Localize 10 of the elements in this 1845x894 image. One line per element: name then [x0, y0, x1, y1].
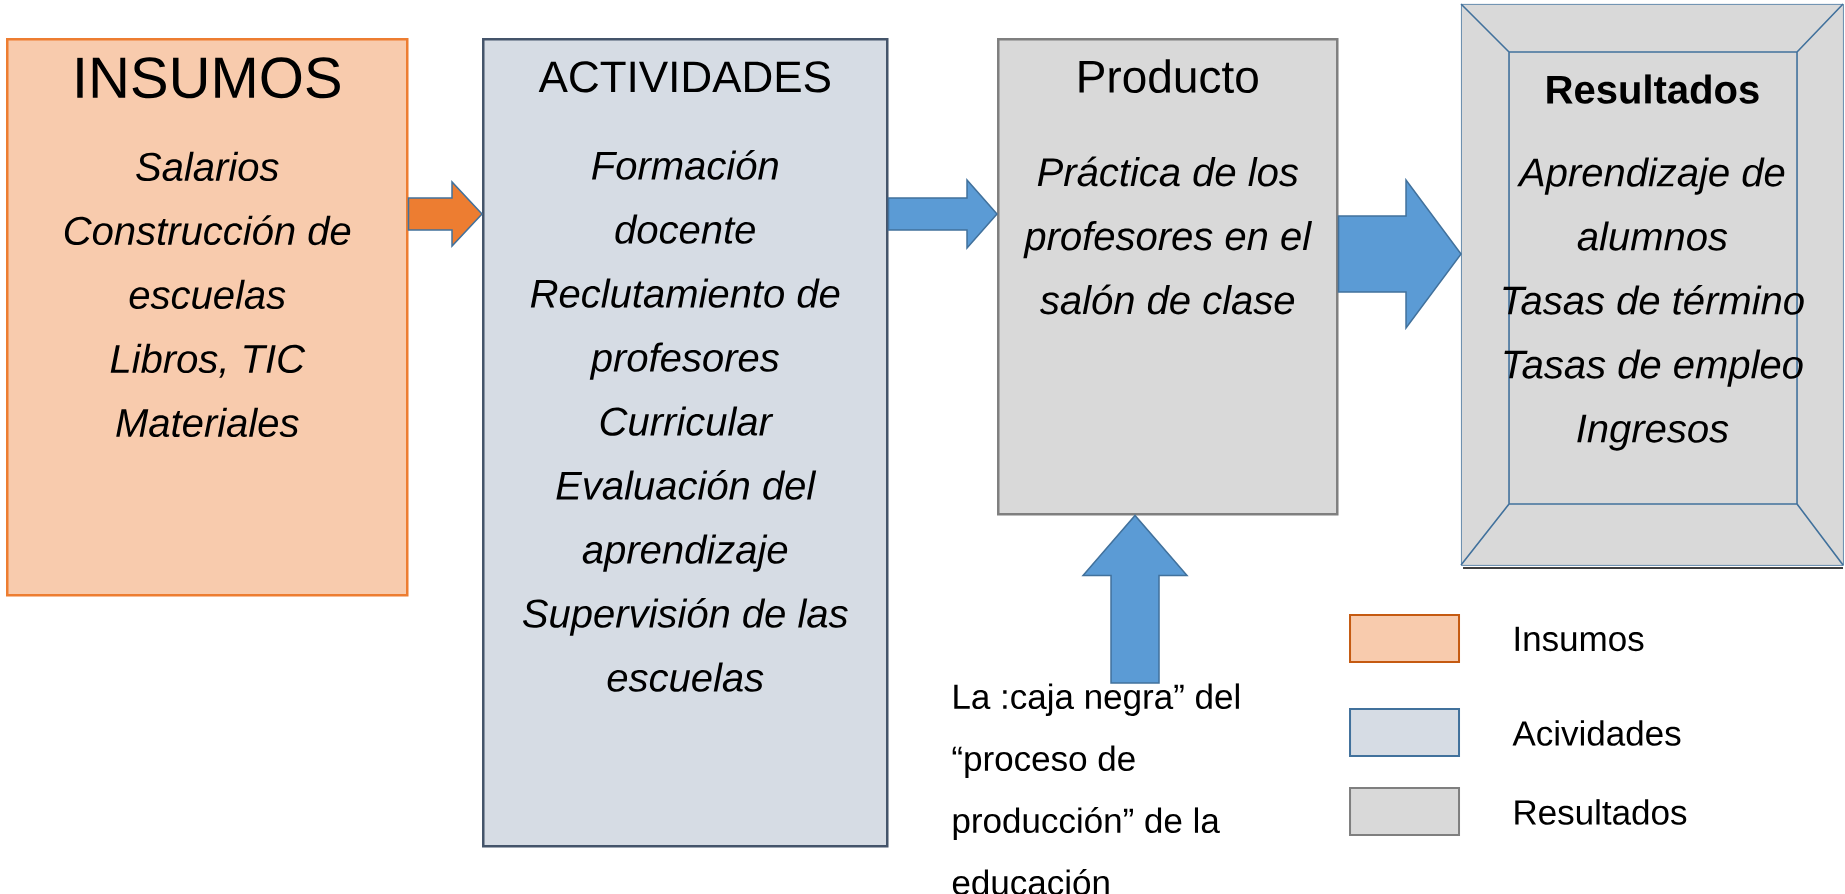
block-arrow: [1337, 177, 1462, 331]
legend-label: Acividades: [1512, 720, 1681, 746]
legend-label: Resultados: [1515, 799, 1687, 825]
activity-box: ACTIVIDADES Formación docente Reclutamiento de profesores Curricular Evaluación del aprendizaje Supervisión de las escuelas: [482, 38, 889, 848]
block-arrow: [1081, 514, 1189, 684]
legend-label: Insumos: [1515, 626, 1644, 652]
block-arrow: [407, 180, 484, 248]
block-arrow: [887, 178, 999, 250]
input-box: INSUMOS Salarios Construcción de escuelas Libros, TIC Materiales: [6, 38, 409, 597]
product-box: Producto Práctica de los profesores en el salón de clase: [997, 38, 1339, 516]
